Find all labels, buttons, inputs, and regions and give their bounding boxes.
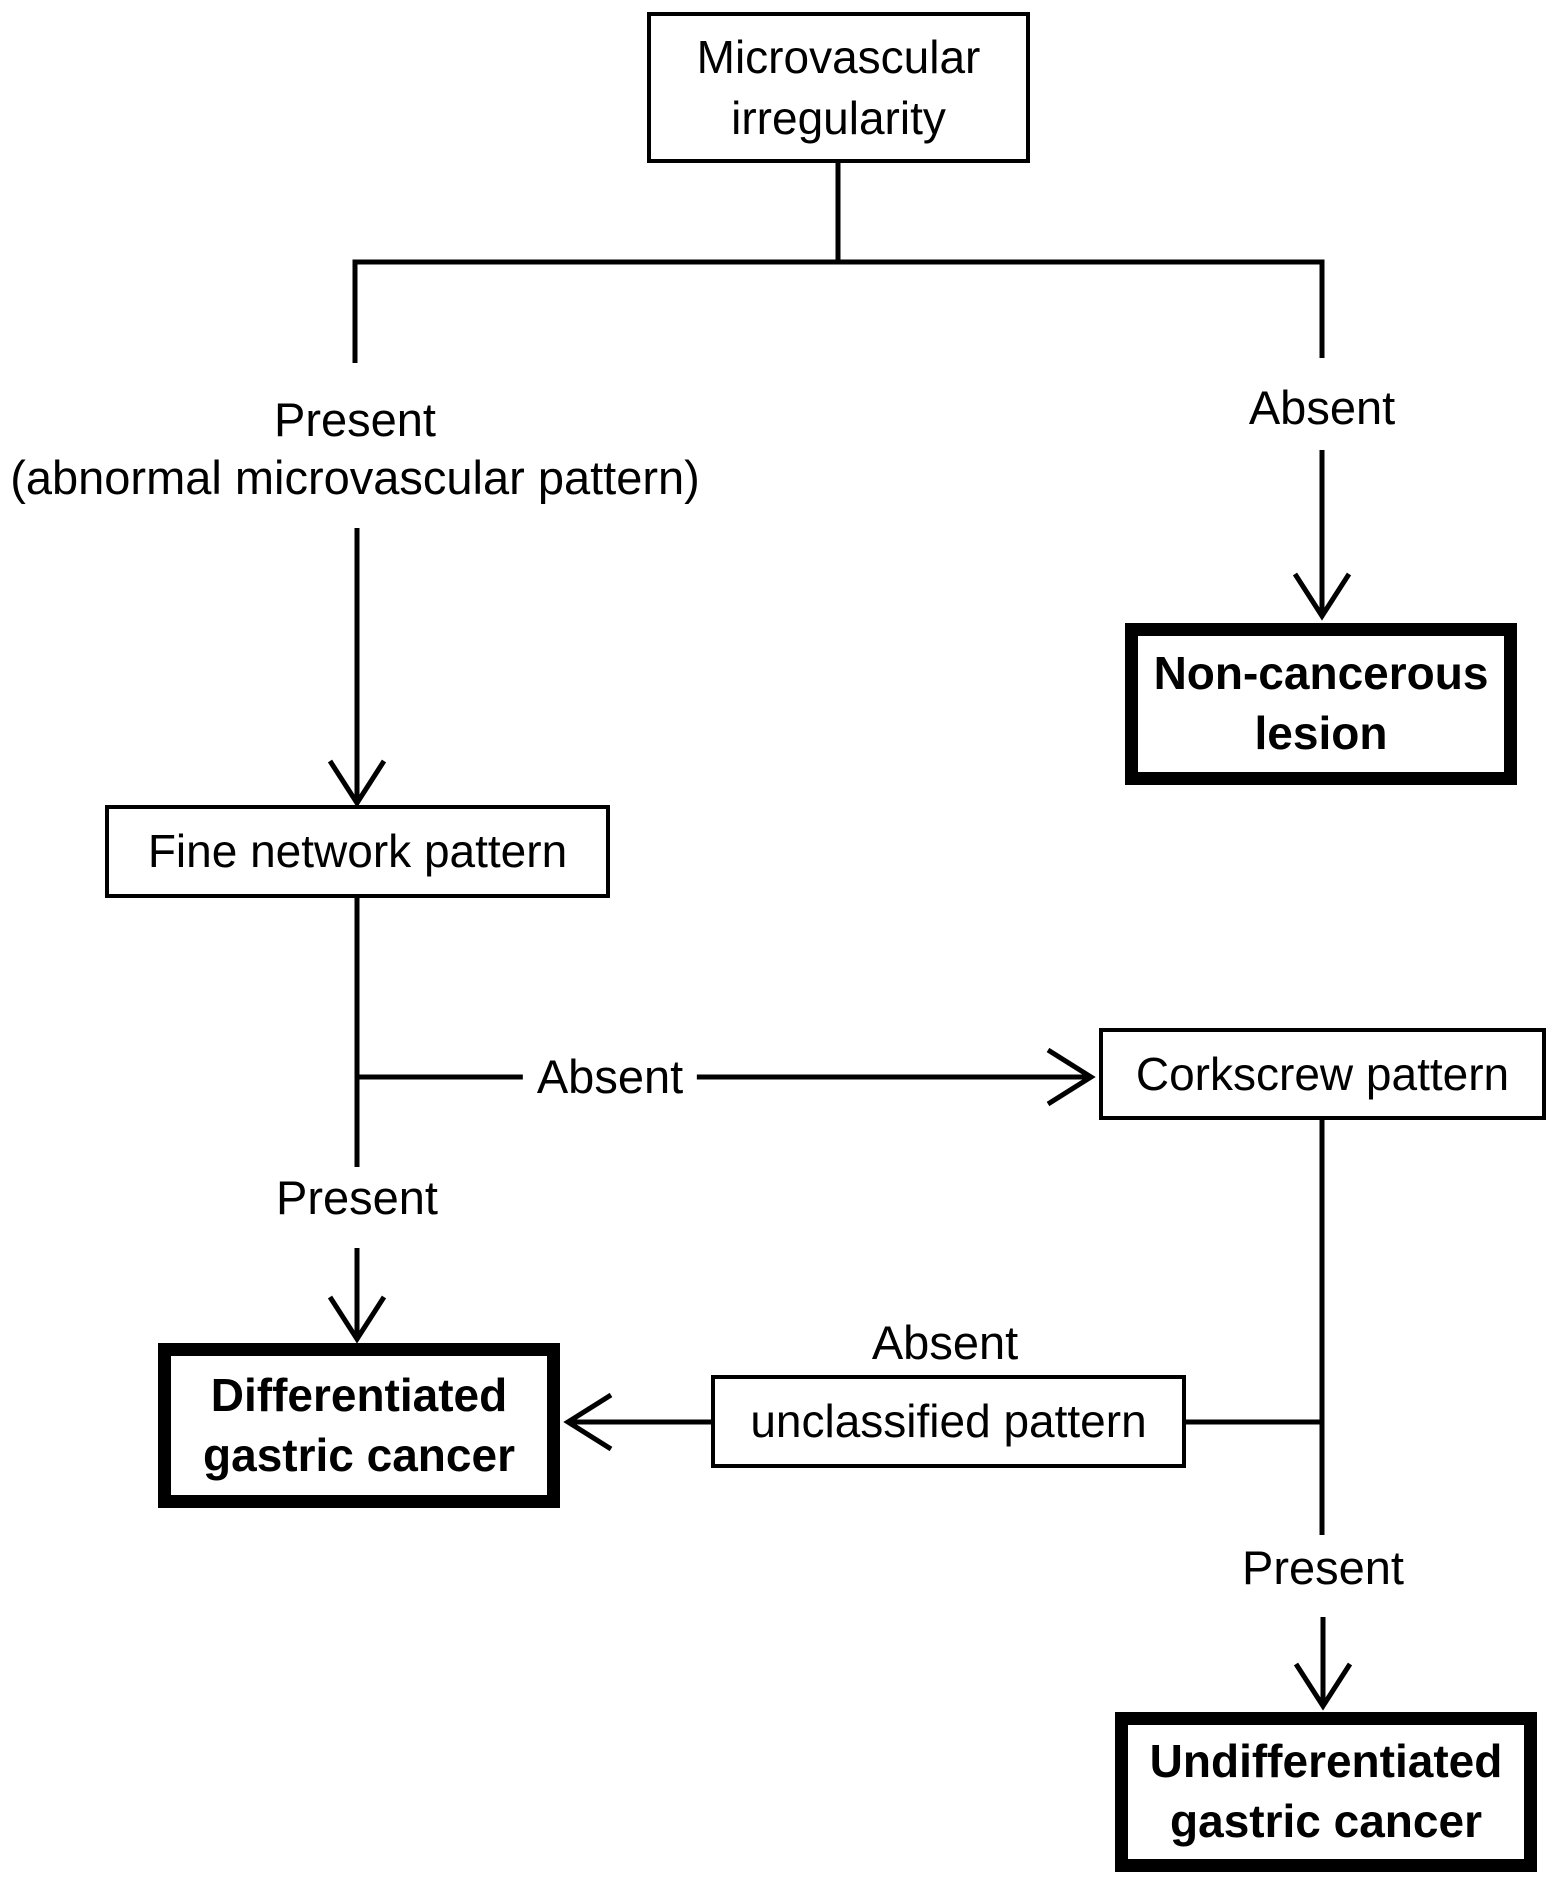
node-non-cancerous-lesion: Non-cancerous lesion	[1125, 623, 1517, 785]
edge-label-present-mid: Present	[276, 1171, 438, 1224]
node-text-line: Undifferentiated	[1149, 1735, 1503, 1788]
edge-label-abnormal-microvascular-pattern: (abnormal microvascular pattern)	[10, 451, 700, 504]
edge-label-absent-right: Absent	[1248, 381, 1396, 434]
edge-label-present-left: Present	[274, 393, 436, 446]
node-text-line: gastric cancer	[1170, 1795, 1482, 1847]
node-fine-network-pattern: Fine network pattern	[105, 805, 610, 898]
edge-unclassified-to-differentiated-arrow	[563, 1392, 1322, 1452]
node-text-line: Non-cancerous	[1153, 647, 1489, 700]
edge-label-absent-mid: Absent	[522, 1050, 698, 1104]
edge-label-present-bottom: Present	[1242, 1541, 1404, 1594]
node-text-line: Corkscrew pattern	[1135, 1047, 1510, 1100]
node-unclassified-pattern: unclassified pattern	[711, 1375, 1186, 1468]
edge-absent-to-noncancerous-arrow	[1292, 450, 1352, 621]
node-differentiated-gastric-cancer: Differentiated gastric cancer	[158, 1343, 560, 1508]
node-text-line: irregularity	[731, 91, 946, 144]
node-text-line: gastric cancer	[203, 1428, 515, 1481]
node-undifferentiated-gastric-cancer: Undifferentiated gastric cancer	[1115, 1712, 1537, 1872]
edge-label-absent-unclassified: Absent	[871, 1316, 1019, 1369]
node-text-line: lesion	[1254, 707, 1388, 759]
node-text-line: Fine network pattern	[147, 825, 568, 878]
edge-present-to-finenetwork-arrow	[327, 528, 387, 808]
edge-absent-to-corkscrew-arrow	[357, 1047, 1096, 1107]
node-text-line: unclassified pattern	[750, 1395, 1147, 1448]
node-text-line: Microvascular	[696, 30, 981, 83]
edge-root-split	[352, 163, 1325, 363]
node-corkscrew-pattern: Corkscrew pattern	[1099, 1028, 1546, 1120]
edge-present-to-differentiated-arrow	[327, 1248, 387, 1344]
edge-present-to-undifferentiated-arrow	[1293, 1617, 1353, 1711]
node-text-line: Differentiated	[210, 1368, 508, 1421]
node-microvascular-irregularity: Microvascular irregularity	[647, 12, 1030, 163]
